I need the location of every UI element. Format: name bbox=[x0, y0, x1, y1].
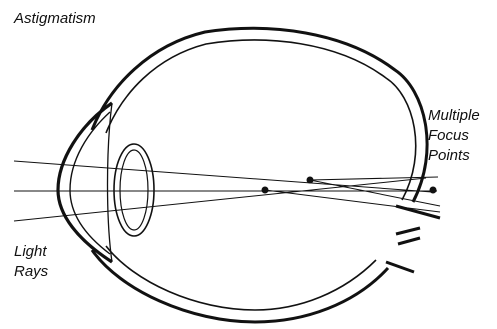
crystalline-lens-inner bbox=[120, 150, 148, 230]
diagram-title: Astigmatism bbox=[14, 9, 96, 29]
focus-points-label: Multiple Focus Points bbox=[428, 106, 496, 166]
optic-nerve-stripe-1 bbox=[396, 228, 420, 234]
light-rays-label: Light Rays bbox=[14, 242, 74, 282]
focus-points-label-line: Points bbox=[428, 146, 496, 166]
focus-point bbox=[262, 187, 269, 194]
focus-point bbox=[307, 177, 314, 184]
focus-point bbox=[430, 187, 437, 194]
focus-points-label-line: Multiple bbox=[428, 106, 496, 126]
eyeball-outer-wall bbox=[92, 28, 427, 202]
focus-points-label-line: Focus bbox=[428, 126, 496, 146]
light-ray bbox=[14, 178, 426, 221]
light-ray bbox=[14, 161, 432, 192]
light-rays-label-line: Rays bbox=[14, 262, 74, 282]
cornea bbox=[58, 103, 112, 262]
light-rays-label-line: Light bbox=[14, 242, 74, 262]
optic-nerve-stripe-2 bbox=[398, 238, 420, 244]
eyeball-inner-wall-lower bbox=[106, 246, 376, 310]
optic-nerve-lower bbox=[386, 262, 414, 272]
